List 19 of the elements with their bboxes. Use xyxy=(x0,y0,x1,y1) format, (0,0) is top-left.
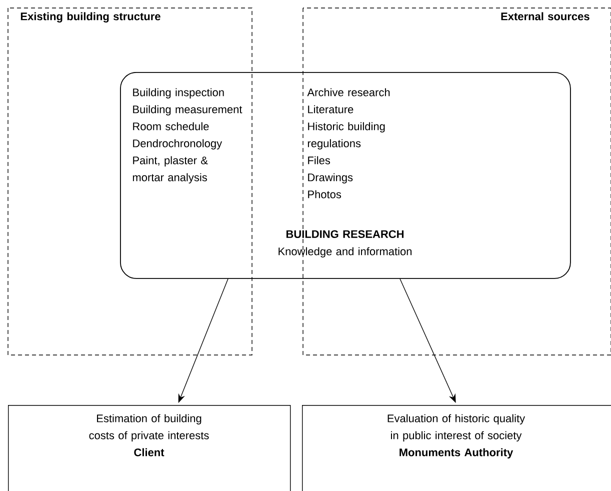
party-name: Client xyxy=(134,448,164,456)
result-text: Evaluation of historic quality in public interest of society xyxy=(388,414,526,442)
list-item: Photos xyxy=(308,190,342,198)
party-name: Monuments Authority xyxy=(400,448,514,458)
list-item: Building inspection xyxy=(133,88,224,98)
list-item: Dendrochronology xyxy=(133,139,222,150)
list-item: Files xyxy=(308,156,330,164)
list-item: Paint, plaster & mortar analysis xyxy=(132,156,208,184)
box-heading: BUILDING RESEARCH xyxy=(286,230,404,238)
list-item: Room schedule xyxy=(133,122,209,130)
list-item: Drawings xyxy=(308,173,353,184)
region-heading: Existing building structure xyxy=(20,12,160,22)
result-text: Estimation of building costs of private interests xyxy=(89,414,209,442)
list-item: Building measurement xyxy=(133,105,242,116)
region-heading: External sources xyxy=(501,12,590,20)
list-item: Archive research xyxy=(307,88,390,96)
box-subtitle: Knowledge and information xyxy=(278,247,412,258)
list-item: Historic building regulations xyxy=(308,122,385,150)
list-item: Literature xyxy=(308,105,354,114)
